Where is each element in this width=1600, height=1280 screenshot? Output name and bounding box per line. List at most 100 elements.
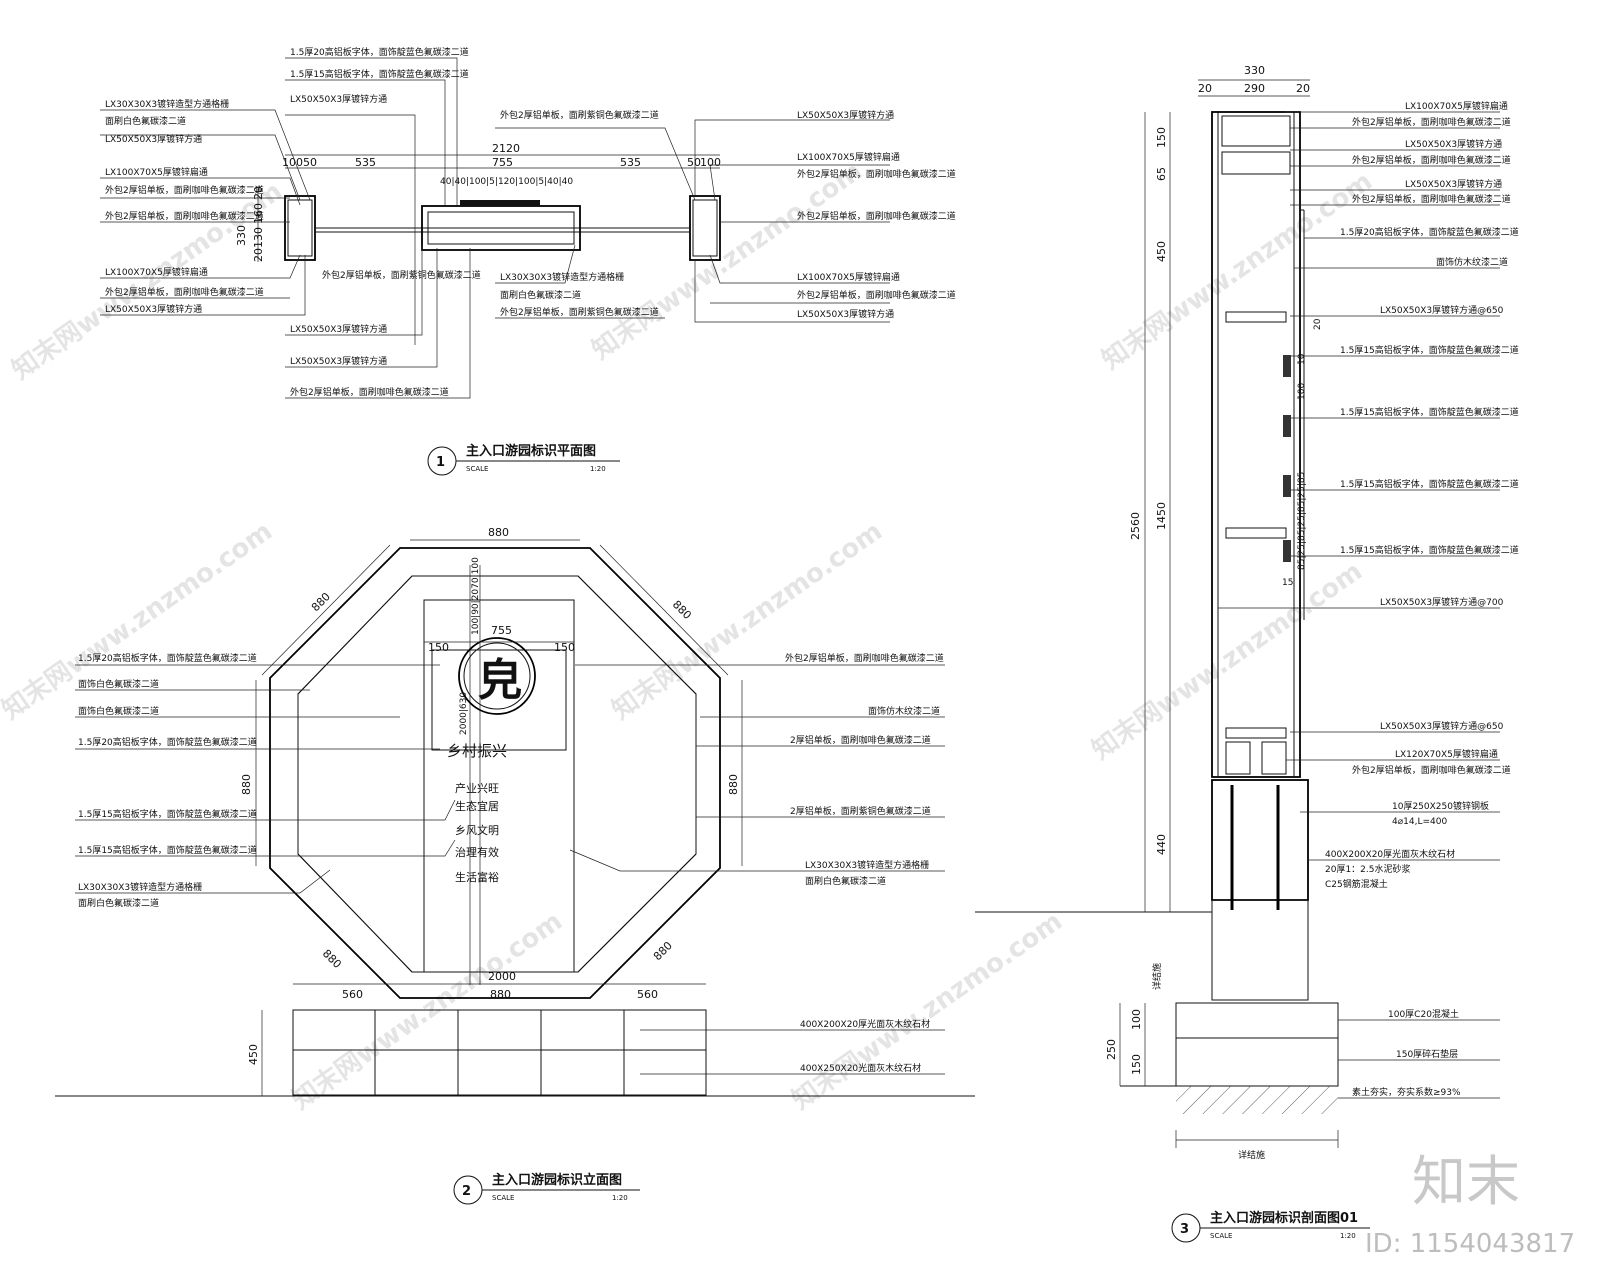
- plan-scale-label: SCALE: [466, 465, 488, 473]
- plan-note: 1.5厚15高铝板字体，面饰靛蓝色氟碳漆二道: [290, 68, 469, 80]
- watermark: 知末网www.znzmo.com: [287, 906, 568, 1115]
- plan-dim: 755: [492, 156, 513, 169]
- section-tag: 详结施: [1151, 963, 1163, 990]
- elev-dim: 560: [637, 988, 658, 1001]
- sec-dim: 250: [1105, 1039, 1118, 1060]
- elev-note: 1.5厚20高铝板字体，面饰靛蓝色氟碳漆二道: [78, 736, 257, 748]
- plan-dim: 535: [355, 156, 376, 169]
- plan-note: 外包2厚铝单板，面刷咖啡色氟碳漆二道: [797, 168, 956, 180]
- plan-note: LX50X50X3厚镀锌方通: [290, 93, 387, 105]
- plan-dim: 20: [252, 186, 265, 200]
- plan-note: 外包2厚铝单板，面刷紫铜色氟碳漆二道: [500, 109, 659, 121]
- elev-dim: 755: [491, 624, 512, 637]
- elev-note: 面饰白色氟碳漆二道: [78, 705, 159, 717]
- sec-note: 10厚250X250镀锌钢板: [1392, 800, 1489, 812]
- plan-dim-chain: 40|40|100|5|120|100|5|40|40: [440, 177, 573, 187]
- elev-note: 外包2厚铝单板，面刷咖啡色氟碳漆二道: [785, 652, 944, 664]
- plan-note: 外包2厚铝单板，面刷咖啡色氟碳漆二道: [105, 286, 264, 298]
- sec-note: LX50X50X3厚镀锌方通: [1405, 178, 1502, 190]
- plan-note: 外包2厚铝单板，面刷紫铜色氟碳漆二道: [322, 269, 481, 281]
- plan-note: LX50X50X3厚镀锌方通: [290, 323, 387, 335]
- brand-logo: 知末: [1412, 1150, 1520, 1213]
- sec-note: 4⌀14,L=400: [1392, 817, 1447, 827]
- sec-dim: 100: [1130, 1009, 1143, 1030]
- brand-mark: 知末 ID: 1154043817: [1365, 1150, 1575, 1259]
- sec-dim: 150: [1130, 1054, 1143, 1075]
- sec-note: 素土夯实，夯实系数≥93%: [1352, 1086, 1461, 1098]
- plan-note: LX50X50X3厚镀锌方通: [105, 133, 202, 145]
- elev-note: LX30X30X3镀锌造型方通格栅: [805, 859, 929, 871]
- emblem-glyph: 皃: [478, 655, 522, 706]
- sign-line: 治理有效: [455, 845, 499, 859]
- plan-title: 主入口游园标识平面图: [466, 443, 596, 459]
- watermark: 知末网www.znzmo.com: [787, 906, 1068, 1115]
- sec-note: 外包2厚铝单板，面刷咖啡色氟碳漆二道: [1352, 193, 1511, 205]
- watermark-layer: 知末网www.znzmo.com 知末网www.znzmo.com 知末网www…: [0, 156, 1378, 1115]
- sec-dim: 150: [1155, 127, 1168, 148]
- plan-dim: 160: [252, 203, 265, 224]
- plan-note: LX100X70X5厚镀锌扁通: [105, 266, 208, 278]
- plan-dim: 130: [252, 227, 265, 248]
- sec-note: C25钢筋混凝土: [1325, 878, 1388, 890]
- elev-note: 面刷白色氟碳漆二道: [78, 897, 159, 909]
- elev-dim: 560: [342, 988, 363, 1001]
- sec-dim: 10: [1297, 353, 1307, 365]
- elev-dim: 150: [554, 641, 575, 654]
- plan-dim: 100: [700, 156, 721, 169]
- plan-dim: 50: [303, 156, 317, 169]
- watermark: 知末网www.znzmo.com: [587, 156, 868, 365]
- plan-note: LX100X70X5厚镀锌扁通: [797, 151, 900, 163]
- sec-note: 1.5厚15高铝板字体，面饰靛蓝色氟碳漆二道: [1340, 544, 1519, 556]
- elev-dim: 100|90|2070|100: [471, 557, 481, 635]
- sec-note: LX50X50X3厚镀锌方通: [1405, 138, 1502, 150]
- elev-scale-label: SCALE: [492, 1194, 514, 1202]
- sec-dim: 65: [1155, 167, 1168, 181]
- plan-note: LX30X30X3镀锌造型方通格栅: [500, 271, 624, 283]
- sec-note: 1.5厚15高铝板字体，面饰靛蓝色氟碳漆二道: [1340, 344, 1519, 356]
- sec-dim: 2560: [1129, 512, 1142, 540]
- sec-note: LX50X50X3厚镀锌方通@650: [1380, 304, 1504, 316]
- sec-dim: 15: [1282, 578, 1293, 588]
- elev-note: 2厚铝单板，面刷咖啡色氟碳漆二道: [790, 734, 931, 746]
- plan-dim: 330: [235, 225, 248, 246]
- watermark: 知末网www.znzmo.com: [0, 516, 278, 725]
- sec-note: 100厚C20混凝土: [1388, 1008, 1459, 1020]
- section-view: 详结施 详结施 330 20 290 20 2560 150 65 450 14…: [975, 64, 1519, 1243]
- sec-note: 150厚碎石垫层: [1396, 1048, 1458, 1060]
- watermark: 知末网www.znzmo.com: [1087, 556, 1368, 765]
- sec-note: LX100X70X5厚镀锌扁通: [1405, 100, 1508, 112]
- sec-note: 外包2厚铝单板，面刷咖啡色氟碳漆二道: [1352, 154, 1511, 166]
- plan-note: LX100X70X5厚镀锌扁通: [105, 166, 208, 178]
- sec-dim: 20: [1198, 82, 1212, 95]
- plan-note: 1.5厚20高铝板字体，面饰靛蓝色氟碳漆二道: [290, 46, 469, 58]
- elev-note: 1.5厚15高铝板字体，面饰靛蓝色氟碳漆二道: [78, 844, 257, 856]
- elev-dim: 880: [651, 939, 675, 963]
- plan-dim: 20: [252, 248, 265, 262]
- elev-dim: 880: [309, 590, 333, 614]
- elev-dim: 880: [490, 988, 511, 1001]
- sec-dim: 450: [1155, 241, 1168, 262]
- elev-dim: 150: [428, 641, 449, 654]
- sec-note: 1.5厚20高铝板字体，面饰靛蓝色氟碳漆二道: [1340, 226, 1519, 238]
- sec-scale-label: SCALE: [1210, 1232, 1232, 1240]
- sec-note: 面饰仿木纹漆二道: [1436, 256, 1508, 268]
- elev-note: 400X250X20光面灰木纹石材: [800, 1062, 921, 1074]
- plan-note: 面刷白色氟碳漆二道: [500, 289, 581, 301]
- sec-note: LX50X50X3厚镀锌方通@650: [1380, 720, 1504, 732]
- plan-note: 外包2厚铝单板，面刷咖啡色氟碳漆二道: [105, 184, 264, 196]
- sec-scale: 1:20: [1340, 1232, 1356, 1240]
- elev-note: 400X200X20厚光面灰木纹石材: [800, 1018, 930, 1030]
- sec-dim: 100: [1297, 383, 1307, 400]
- elev-note: 面饰仿木纹漆二道: [868, 705, 940, 717]
- elev-dim: 880: [670, 598, 694, 622]
- plan-note: 外包2厚铝单板，面刷紫铜色氟碳漆二道: [500, 306, 659, 318]
- sec-title-number: 3: [1180, 1222, 1189, 1237]
- plan-dim: 50: [687, 156, 701, 169]
- plan-note: LX30X30X3镀锌造型方通格栅: [105, 98, 229, 110]
- sec-note: 1.5厚15高铝板字体，面饰靛蓝色氟碳漆二道: [1340, 478, 1519, 490]
- sec-note: 外包2厚铝单板，面刷咖啡色氟碳漆二道: [1352, 764, 1511, 776]
- elev-dim: 880: [488, 526, 509, 539]
- watermark: 知末网www.znzmo.com: [1097, 166, 1378, 375]
- plan-dim-total: 2120: [492, 142, 520, 155]
